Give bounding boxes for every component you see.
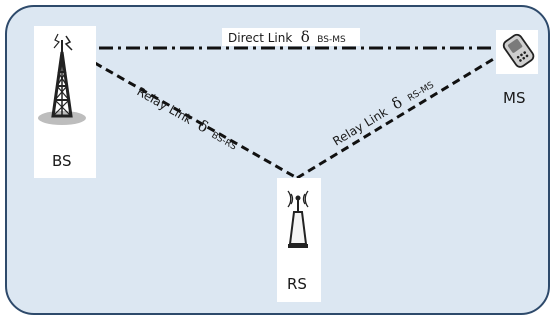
bs-icon-pad <box>34 26 96 178</box>
rs-node: RS <box>277 178 321 302</box>
ms-node: MS <box>496 30 538 107</box>
coverage-area-panel <box>5 5 550 315</box>
direct-link-label: Direct Link δ BS-MS <box>228 28 346 46</box>
direct-link-subscript: BS-MS <box>317 35 346 45</box>
base-station-tower-icon <box>38 33 86 125</box>
relay-link-rs-ms-line <box>296 50 506 180</box>
relay-antenna-icon <box>287 190 309 248</box>
rs-label: RS <box>287 275 307 293</box>
bs-node: BS <box>34 26 96 178</box>
ms-label: MS <box>503 89 525 107</box>
direct-link-label-bg <box>222 28 360 46</box>
bs-label: BS <box>52 152 72 170</box>
direct-link-symbol: δ <box>301 28 310 46</box>
relay-link-bs-rs-line <box>71 48 298 180</box>
mobile-phone-icon <box>502 33 535 68</box>
direct-link-text: Direct Link <box>228 31 292 45</box>
